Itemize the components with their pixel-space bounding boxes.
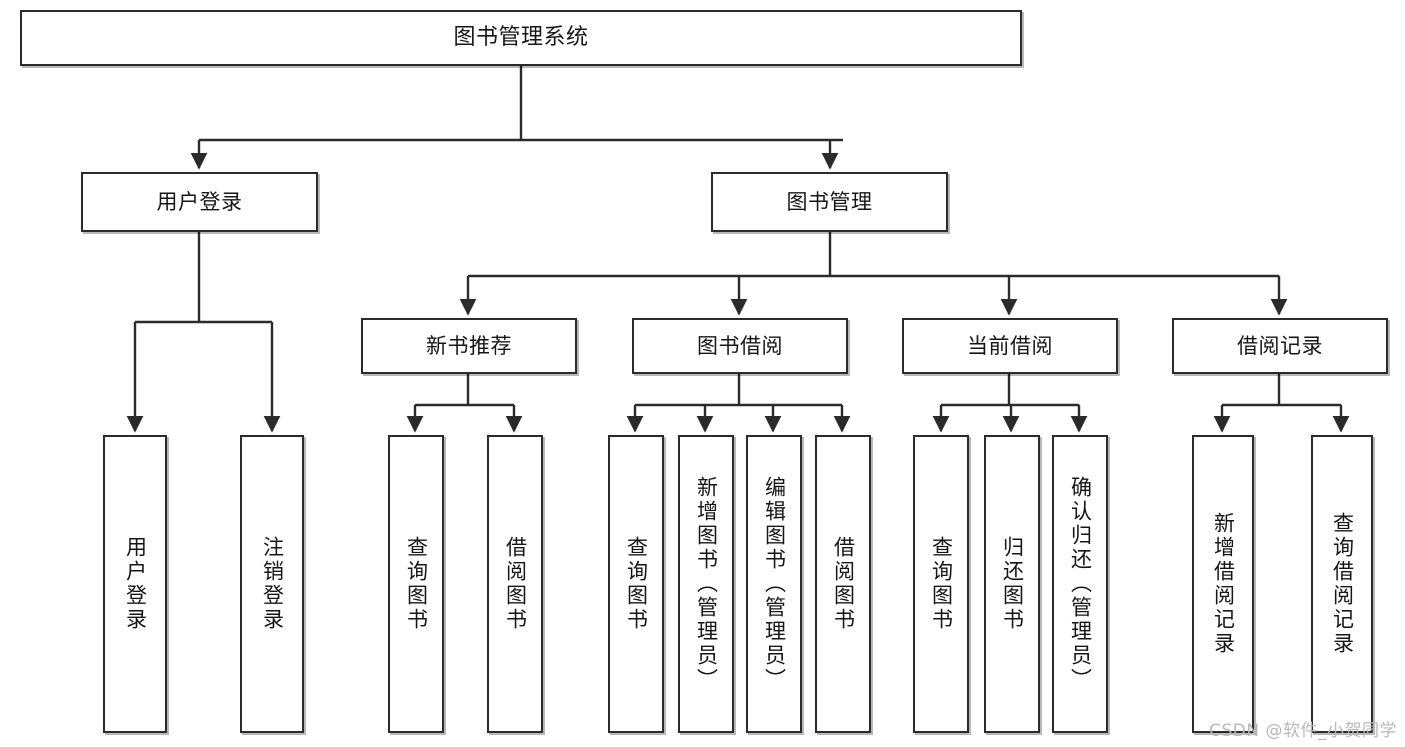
node-leaf-add-borrow-record-label: 新增借阅记录 <box>1211 512 1236 656</box>
node-book-manage-label: 图书管理 <box>786 189 873 214</box>
node-leaf-query-book-3[interactable]: 查询图书 <box>913 435 969 733</box>
node-leaf-user-login-label: 用户登录 <box>123 536 148 632</box>
node-leaf-query-book-2-label: 查询图书 <box>624 536 649 632</box>
node-user-login[interactable]: 用户登录 <box>81 172 318 232</box>
node-book-manage[interactable]: 图书管理 <box>711 172 948 232</box>
node-leaf-query-book-1-label: 查询图书 <box>404 536 429 632</box>
node-leaf-confirm-return[interactable]: 确认归还（管理员） <box>1052 435 1108 733</box>
node-leaf-add-book-label: 新增图书（管理员） <box>694 476 719 692</box>
node-leaf-query-book-3-label: 查询图书 <box>929 536 954 632</box>
node-leaf-add-borrow-record[interactable]: 新增借阅记录 <box>1192 435 1254 733</box>
node-current-borrow[interactable]: 当前借阅 <box>902 318 1118 374</box>
node-leaf-confirm-return-label: 确认归还（管理员） <box>1068 476 1093 692</box>
node-leaf-borrow-book-2[interactable]: 借阅图书 <box>815 435 871 733</box>
node-root[interactable]: 图书管理系统 <box>20 10 1022 66</box>
node-leaf-user-login[interactable]: 用户登录 <box>103 435 167 733</box>
node-new-book-recommend-label: 新书推荐 <box>426 333 512 358</box>
node-leaf-borrow-book-2-label: 借阅图书 <box>831 536 856 632</box>
node-leaf-query-borrow-record-label: 查询借阅记录 <box>1330 512 1355 656</box>
node-leaf-return-book[interactable]: 归还图书 <box>984 435 1040 733</box>
node-leaf-query-book-1[interactable]: 查询图书 <box>388 435 444 733</box>
node-leaf-borrow-book-1-label: 借阅图书 <box>503 536 528 632</box>
node-book-borrow-label: 图书借阅 <box>697 333 783 358</box>
node-borrow-record-label: 借阅记录 <box>1237 333 1323 358</box>
node-leaf-borrow-book-1[interactable]: 借阅图书 <box>487 435 543 733</box>
node-new-book-recommend[interactable]: 新书推荐 <box>361 318 577 374</box>
watermark: CSDN @软件_小贺同学 <box>1209 721 1397 741</box>
node-leaf-return-book-label: 归还图书 <box>1000 536 1025 632</box>
node-leaf-user-logout-label: 注销登录 <box>260 536 285 632</box>
node-leaf-query-book-2[interactable]: 查询图书 <box>608 435 664 733</box>
node-current-borrow-label: 当前借阅 <box>967 333 1053 358</box>
node-leaf-edit-book[interactable]: 编辑图书（管理员） <box>746 435 802 733</box>
node-root-label: 图书管理系统 <box>453 25 589 51</box>
node-leaf-user-logout[interactable]: 注销登录 <box>240 435 304 733</box>
node-leaf-add-book[interactable]: 新增图书（管理员） <box>678 435 734 733</box>
node-user-login-label: 用户登录 <box>156 189 243 214</box>
node-book-borrow[interactable]: 图书借阅 <box>632 318 848 374</box>
node-leaf-query-borrow-record[interactable]: 查询借阅记录 <box>1311 435 1373 733</box>
node-leaf-edit-book-label: 编辑图书（管理员） <box>762 476 787 692</box>
node-borrow-record[interactable]: 借阅记录 <box>1172 318 1388 374</box>
